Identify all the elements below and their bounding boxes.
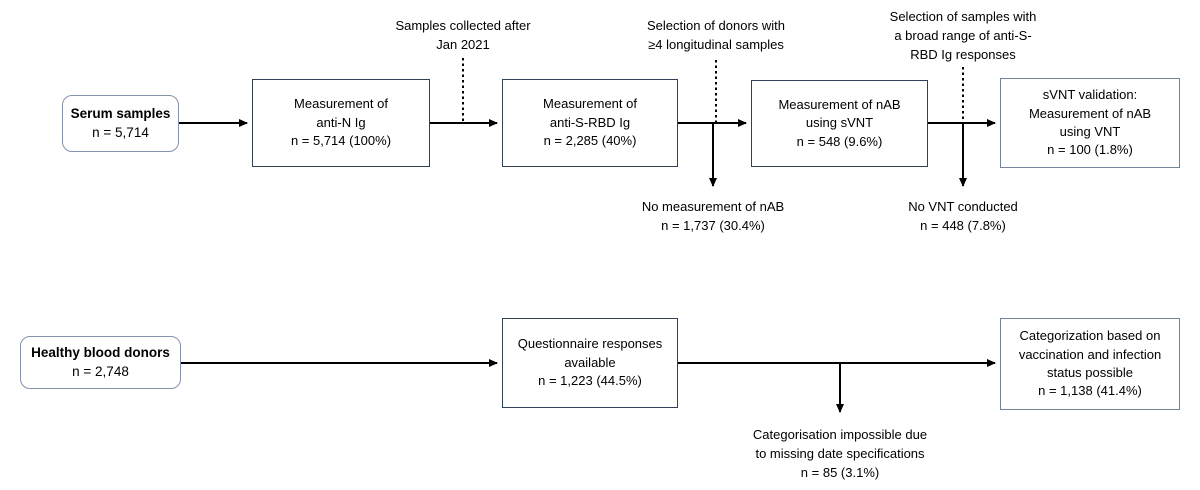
anti-s-rbd-line: n = 2,285 (40%)	[543, 133, 637, 149]
serum-samples-box: Serum samples n = 5,714	[62, 95, 179, 152]
filter-note-line: RBD Ig responses	[910, 46, 1016, 62]
categorization-line: Categorization based on	[1019, 328, 1161, 344]
filter-note-line: a broad range of anti-S-	[894, 27, 1032, 43]
svnt-validation-box: sVNT validation: Measurement of nAB usin…	[1000, 78, 1180, 168]
svnt-validation-line: n = 100 (1.8%)	[1047, 142, 1133, 158]
filter-note-jan-2021: Samples collected after Jan 2021	[355, 17, 571, 55]
filter-note-line: Selection of donors with	[646, 18, 786, 33]
svnt-line: n = 548 (9.6%)	[796, 133, 883, 149]
exclusion-line: Categorisation impossible due	[752, 427, 928, 442]
serum-samples-n: n = 5,714	[92, 124, 149, 140]
svnt-validation-line: sVNT validation:	[1042, 87, 1138, 103]
exclusion-line: n = 448 (7.8%)	[920, 217, 1006, 233]
anti-s-rbd-box: Measurement of anti-S-RBD Ig n = 2,285 (…	[502, 79, 678, 167]
anti-s-rbd-line: anti-S-RBD Ig	[549, 114, 631, 130]
categorization-line: vaccination and infection	[1018, 346, 1162, 362]
filter-note-broad-range: Selection of samples with a broad range …	[853, 8, 1073, 65]
svnt-validation-line: using VNT	[1059, 124, 1121, 139]
exclusion-line: to missing date specifications	[755, 445, 925, 461]
exclusion-line: n = 85 (3.1%)	[800, 464, 880, 480]
filter-note-line: Samples collected after	[395, 18, 531, 33]
healthy-donors-box: Healthy blood donors n = 2,748	[20, 336, 181, 389]
healthy-donors-title: Healthy blood donors	[31, 345, 170, 361]
exclusion-no-nab: No measurement of nAB n = 1,737 (30.4%)	[583, 198, 843, 236]
exclusion-line: n = 1,737 (30.4%)	[661, 217, 765, 233]
filter-note-line: ≥4 longitudinal samples	[648, 36, 784, 52]
serum-samples-title: Serum samples	[70, 106, 171, 122]
anti-n-box: Measurement of anti-N Ig n = 5,714 (100%…	[252, 79, 430, 167]
filter-note-line: Jan 2021	[436, 36, 490, 52]
svnt-box: Measurement of nAB using sVNT n = 548 (9…	[751, 80, 928, 167]
exclusion-no-vnt: No VNT conducted n = 448 (7.8%)	[863, 198, 1063, 236]
categorization-line: status possible	[1047, 365, 1133, 380]
questionnaire-line: n = 1,223 (44.5%)	[538, 373, 642, 389]
questionnaire-box: Questionnaire responses available n = 1,…	[502, 318, 678, 408]
anti-n-line: n = 5,714 (100%)	[290, 133, 392, 149]
questionnaire-line: Questionnaire responses	[517, 336, 663, 352]
anti-n-line: anti-N Ig	[316, 114, 366, 130]
categorization-line: n = 1,138 (41.4%)	[1038, 383, 1142, 399]
anti-s-rbd-line: Measurement of	[543, 96, 637, 112]
exclusion-line: No measurement of nAB	[641, 199, 785, 214]
exclusion-categorisation: Categorisation impossible due to missing…	[690, 426, 990, 483]
questionnaire-line: available	[564, 354, 616, 370]
categorization-box: Categorization based on vaccination and …	[1000, 318, 1180, 410]
filter-note-longitudinal: Selection of donors with ≥4 longitudinal…	[608, 17, 824, 55]
exclusion-line: No VNT conducted	[908, 199, 1018, 214]
filter-note-line: Selection of samples with	[889, 9, 1037, 24]
healthy-donors-n: n = 2,748	[72, 363, 129, 379]
anti-n-line: Measurement of	[294, 96, 388, 112]
svnt-line: using sVNT	[805, 115, 874, 131]
svnt-line: Measurement of nAB	[778, 96, 901, 112]
svnt-validation-line: Measurement of nAB	[1028, 105, 1152, 121]
